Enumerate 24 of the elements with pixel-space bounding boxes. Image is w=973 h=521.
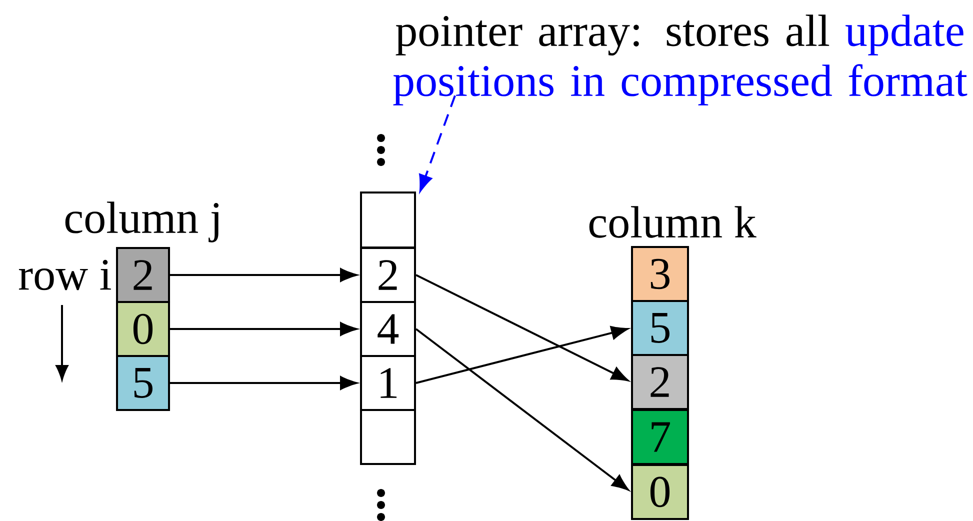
array-cell: 1 [360, 355, 416, 411]
array-cell [360, 409, 416, 465]
annotation-text: pointer array: stores all update positions in compressed format [393, 14, 968, 106]
array-cell: 0 [116, 301, 170, 357]
array-cell: 2 [360, 247, 416, 303]
array-cell: 5 [631, 300, 689, 356]
arrow [170, 322, 357, 336]
arrow [415, 328, 629, 490]
array-cell: 4 [360, 301, 416, 357]
arrow [416, 326, 628, 384]
array-cell: 5 [116, 355, 170, 411]
row-label: row i [18, 260, 111, 290]
arrow [170, 268, 357, 282]
array-cell: 0 [631, 464, 689, 520]
arrow [419, 95, 456, 192]
array-cell: 2 [631, 354, 689, 410]
column-label: column j [65, 202, 219, 242]
array-cell: 7 [631, 409, 689, 465]
arrow [416, 274, 628, 382]
array-cell: 3 [631, 246, 689, 302]
array-cell [360, 192, 416, 248]
array-cell: 2 [116, 247, 170, 303]
arrow [170, 376, 357, 390]
column-label: column k [589, 206, 756, 238]
